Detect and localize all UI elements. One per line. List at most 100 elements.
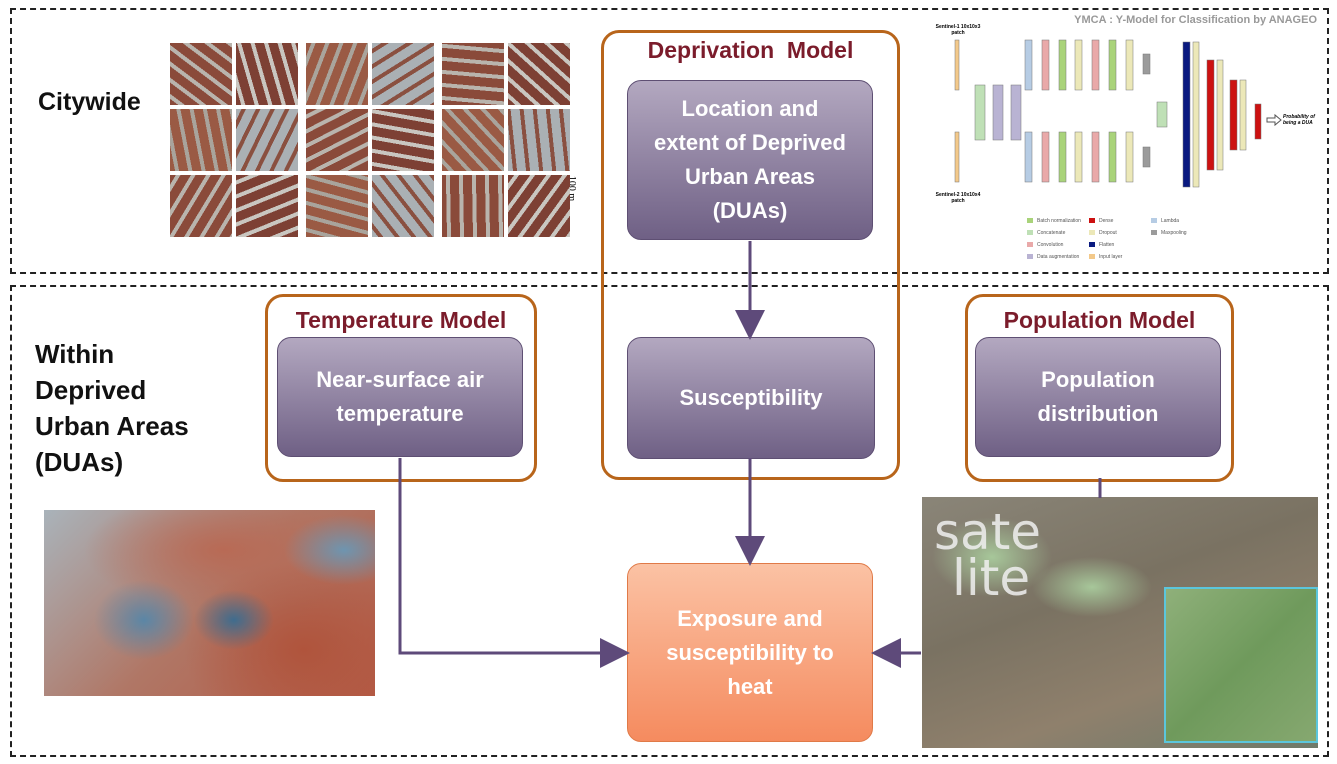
- legend-swatch: [1027, 218, 1033, 224]
- network-layer-lam: [1024, 39, 1033, 91]
- legend-swatch: [1151, 218, 1157, 224]
- citywide-section: [10, 8, 1329, 274]
- network-layer-conv: [1041, 39, 1050, 91]
- output-label: Probability of being a DUA: [1283, 114, 1315, 126]
- legend-text: Dropout: [1099, 230, 1117, 236]
- within-dua-label: Within Deprived Urban Areas (DUAs): [35, 336, 189, 480]
- network-layer-aug: [1010, 84, 1022, 141]
- input2-label: Sentinel-2 10x10x4 patch: [935, 192, 981, 204]
- legend-swatch: [1089, 242, 1095, 248]
- legend-swatch: [1027, 254, 1033, 260]
- legend-item: Lambda: [1151, 218, 1179, 224]
- settlement-tile: [372, 109, 434, 171]
- settlement-image-grid: 100 m: [170, 43, 590, 239]
- legend-text: Maxpooling: [1161, 230, 1187, 236]
- within-line: Urban Areas: [35, 411, 189, 441]
- watermark-line: lite: [952, 549, 1031, 607]
- settlement-tile: [508, 175, 570, 237]
- network-layer-drop: [1216, 59, 1224, 171]
- network-layer-drop: [1239, 79, 1247, 151]
- within-line: (DUAs): [35, 447, 124, 477]
- legend-item: Dropout: [1089, 230, 1117, 236]
- network-layer-bn: [1058, 131, 1067, 183]
- legend-text: Lambda: [1161, 218, 1180, 224]
- within-line: Within: [35, 339, 115, 369]
- location-extent-box: Location and extent of Deprived Urban Ar…: [627, 80, 873, 240]
- network-layer-bn: [1058, 39, 1067, 91]
- settlement-tile: [170, 43, 232, 105]
- output-arrow-icon: [1266, 113, 1282, 127]
- legend-item: Input layer: [1089, 254, 1122, 260]
- network-layer-drop: [1192, 41, 1200, 188]
- legend-item: Dense: [1089, 218, 1113, 224]
- settlement-tile: [306, 175, 368, 237]
- within-dua-section: [10, 285, 1329, 757]
- settlement-tile: [508, 43, 570, 105]
- ymca-network-figure: YMCA : Y-Model for Classification by ANA…: [925, 12, 1323, 267]
- exposure-susceptibility-box: Exposure and susceptibility to heat: [627, 563, 873, 742]
- network-layer-inp: [954, 131, 960, 183]
- network-layer-bn: [1108, 131, 1117, 183]
- population-distribution-box: Population distribution: [975, 337, 1221, 457]
- network-layer-drop: [1074, 39, 1083, 91]
- citywide-label: Citywide: [38, 88, 141, 116]
- watermark-line: sate: [934, 503, 1042, 561]
- network-layer-cat: [1156, 101, 1168, 128]
- settlement-tile: [442, 109, 504, 171]
- legend-swatch: [1027, 242, 1033, 248]
- network-layer-flat: [1182, 41, 1191, 188]
- legend-swatch: [1089, 254, 1095, 260]
- settlement-tile: [170, 175, 232, 237]
- network-layer-bn: [1108, 39, 1117, 91]
- settlement-tile: [236, 109, 298, 171]
- network-layer-drop: [1125, 39, 1134, 91]
- network-layer-inp: [954, 39, 960, 91]
- legend-swatch: [1027, 230, 1033, 236]
- within-line: Deprived: [35, 375, 147, 405]
- legend-swatch: [1089, 218, 1095, 224]
- legend-item: Data augmentation: [1027, 254, 1079, 260]
- network-layer-dense: [1206, 59, 1215, 171]
- air-temperature-box: Near-surface air temperature: [277, 337, 523, 457]
- ymca-title: YMCA : Y-Model for Classification by ANA…: [1074, 14, 1317, 26]
- network-layer-cat: [974, 84, 986, 141]
- satellite-watermark: sate lite: [934, 503, 1042, 607]
- network-layer-pool: [1142, 146, 1151, 168]
- legend-text: Convolution: [1037, 242, 1064, 248]
- legend-item: Maxpooling: [1151, 230, 1187, 236]
- input1-label: Sentinel-1 10x10x3 patch: [935, 24, 981, 36]
- network-layer-conv: [1041, 131, 1050, 183]
- network-layer-pool: [1142, 53, 1151, 75]
- legend-item: Concatenate: [1027, 230, 1065, 236]
- network-layer-dense: [1229, 79, 1238, 151]
- legend-item: Batch normalization: [1027, 218, 1081, 224]
- legend-swatch: [1089, 230, 1095, 236]
- settlement-tile: [442, 175, 504, 237]
- susceptibility-box: Susceptibility: [627, 337, 875, 459]
- network-layers: [954, 39, 1282, 188]
- temperature-map-image: [44, 510, 375, 696]
- legend-text: Input layer: [1099, 254, 1123, 260]
- population-model-title: Population Model: [1003, 307, 1196, 333]
- network-layer-drop: [1074, 131, 1083, 183]
- legend-text: Data augmentation: [1037, 254, 1080, 260]
- network-layer-drop: [1125, 131, 1134, 183]
- legend-text: Dense: [1099, 218, 1114, 224]
- legend-swatch: [1151, 230, 1157, 236]
- settlement-tile: [372, 43, 434, 105]
- settlement-tile: [170, 109, 232, 171]
- settlement-tile: [306, 109, 368, 171]
- settlement-tile: [236, 43, 298, 105]
- network-layer-conv: [1091, 131, 1100, 183]
- settlement-tile: [442, 43, 504, 105]
- legend-item: Flatten: [1089, 242, 1114, 248]
- settlement-tile: [372, 175, 434, 237]
- network-layer-dense: [1254, 103, 1262, 140]
- satellite-inset: [1164, 587, 1318, 743]
- temperature-model-title: Temperature Model: [295, 307, 507, 333]
- network-layer-lam: [1024, 131, 1033, 183]
- network-layer-conv: [1091, 39, 1100, 91]
- deprivation-model-title: Deprivation Model: [647, 37, 854, 63]
- legend-text: Batch normalization: [1037, 218, 1081, 224]
